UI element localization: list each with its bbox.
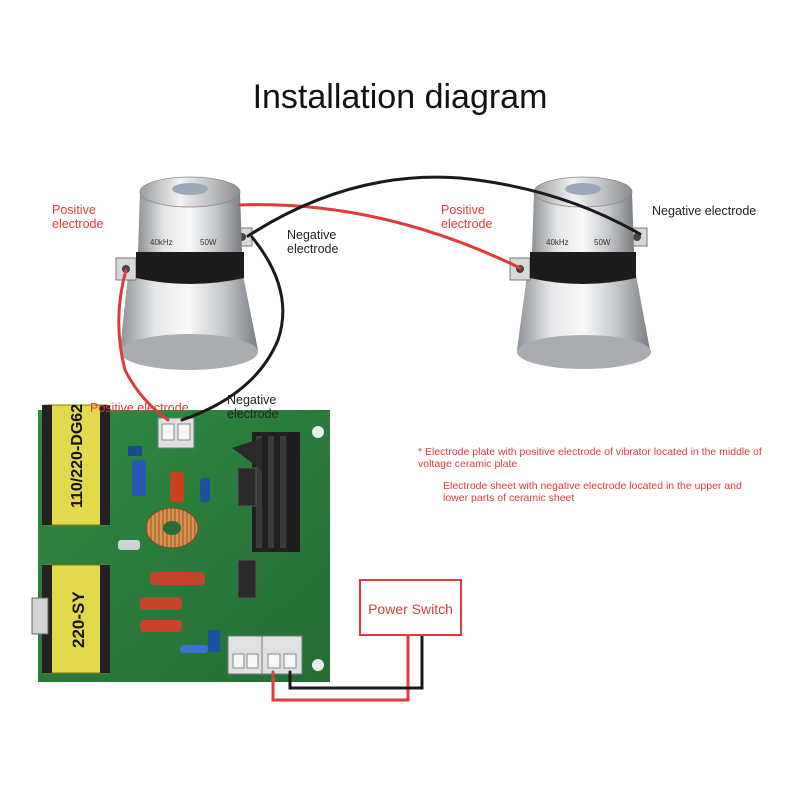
heatsink-fin xyxy=(268,436,274,548)
transducer-right: 40kHz 50W xyxy=(509,176,651,369)
page-title: Installation diagram xyxy=(252,78,548,116)
transducer-left: 40kHz 50W xyxy=(115,176,258,370)
label-right-positive: Positive electrode xyxy=(441,203,493,232)
label-right-negative: Negative electrode xyxy=(652,204,757,218)
resistor-large xyxy=(150,572,205,585)
label-left-positive: Positive electrode xyxy=(52,203,104,232)
heatsink-fin xyxy=(256,436,262,548)
transformer-top-core xyxy=(42,405,52,525)
capacitor xyxy=(200,478,210,502)
note-negative-electrode: Electrode sheet with negative electrode … xyxy=(443,480,742,505)
resistor-small xyxy=(118,540,140,550)
power-switch-label: Power Switch xyxy=(368,601,453,617)
driver-board: 110/220-DG62 220-SY xyxy=(31,404,330,682)
transducer-right-bottom-rim xyxy=(517,335,651,369)
transformer-bottom xyxy=(44,564,108,674)
input-terminal-slot xyxy=(283,653,297,669)
wiring xyxy=(117,175,642,702)
transformer-bottom-label: 220-SY xyxy=(69,591,88,648)
wire-red-left-to-right xyxy=(238,203,522,270)
label-board-positive: Positive electrode xyxy=(90,401,189,415)
transducer-right-bolt xyxy=(565,183,601,195)
transformer-top-label: 110/220-DG62 xyxy=(69,404,86,508)
label-left-negative: Negative electrode xyxy=(287,228,339,257)
transducer-left-body xyxy=(138,192,242,252)
capacitor xyxy=(132,460,146,496)
input-terminal-slot xyxy=(246,653,259,669)
transformer-top-core-right xyxy=(100,405,110,525)
transducer-left-bolt xyxy=(172,183,208,195)
resistor-large xyxy=(140,597,182,610)
wire-black-board-to-left xyxy=(180,235,285,422)
input-terminal-slot xyxy=(232,653,245,669)
label-board-negative: Negative electrode xyxy=(227,393,279,422)
input-terminal-slot xyxy=(267,653,281,669)
transducer-right-body xyxy=(532,192,634,252)
output-terminal-slot xyxy=(177,423,191,441)
transformer-bottom-core-right xyxy=(100,565,110,673)
transducer-right-freq: 40kHz xyxy=(546,238,569,247)
wire-red-board-to-left xyxy=(117,268,170,422)
mosfet xyxy=(237,467,257,507)
transformer-top xyxy=(44,404,108,526)
output-terminal-slot xyxy=(161,423,175,441)
heatsink-angle xyxy=(232,438,262,470)
resistor xyxy=(128,446,142,456)
transformer-bottom-bracket xyxy=(31,597,49,635)
capacitor xyxy=(208,630,220,652)
wire-black-left-to-right xyxy=(246,175,642,238)
wire-red-switch xyxy=(271,634,410,702)
mount-hole xyxy=(312,659,324,671)
transducer-right-ceramic xyxy=(530,252,636,284)
transducer-left-freq: 40kHz xyxy=(150,238,173,247)
resistor-small xyxy=(180,645,208,653)
power-switch[interactable]: Power Switch xyxy=(359,579,462,636)
mount-hole xyxy=(312,426,324,438)
transducer-left-bottom-rim xyxy=(120,334,258,370)
transducer-left-ceramic xyxy=(136,252,244,284)
heatsink-fin xyxy=(280,436,286,548)
toroid-core xyxy=(163,521,181,535)
transducer-left-power: 50W xyxy=(200,238,217,247)
wire-black-switch xyxy=(288,634,424,690)
transducer-right-power: 50W xyxy=(594,238,611,247)
note-positive-electrode: * Electrode plate with positive electrod… xyxy=(418,446,762,471)
capacitor xyxy=(170,472,184,502)
resistor-large xyxy=(140,620,182,632)
mosfet xyxy=(237,559,257,599)
